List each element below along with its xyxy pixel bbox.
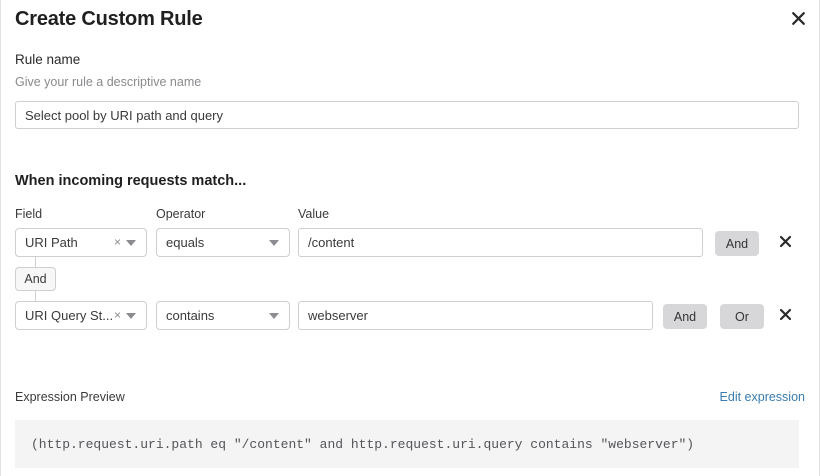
expression-preview-label: Expression Preview xyxy=(15,390,125,404)
and-button-row-1[interactable]: And xyxy=(715,231,759,256)
connector-and-chip[interactable]: And xyxy=(15,267,56,291)
delete-icon xyxy=(779,308,792,324)
field-select-row-2[interactable]: URI Query St... × xyxy=(15,301,147,330)
clear-icon[interactable]: × xyxy=(113,308,121,322)
operator-select-row-1-value: equals xyxy=(166,235,205,250)
clear-icon[interactable]: × xyxy=(113,235,121,249)
chevron-down-icon xyxy=(126,239,136,246)
value-input-row-2[interactable] xyxy=(298,301,653,330)
edit-expression-link[interactable]: Edit expression xyxy=(719,390,805,404)
delete-row-2-button[interactable] xyxy=(775,306,795,326)
delete-row-1-button[interactable] xyxy=(775,233,795,253)
rule-name-help-text: Give your rule a descriptive name xyxy=(15,75,202,89)
or-button-row-2[interactable]: Or xyxy=(720,304,764,329)
expression-preview-code: (http.request.uri.path eq "/content" and… xyxy=(15,420,799,468)
close-button[interactable] xyxy=(785,5,811,31)
delete-icon xyxy=(779,235,792,251)
rule-name-label: Rule name xyxy=(15,52,81,67)
field-select-row-1-value: URI Path xyxy=(25,235,78,250)
value-input-row-1[interactable] xyxy=(298,228,703,257)
connector-line-bottom xyxy=(35,291,36,301)
chevron-down-icon xyxy=(269,312,279,319)
chevron-down-icon xyxy=(269,239,279,246)
column-header-field: Field xyxy=(15,207,43,221)
close-icon xyxy=(791,11,806,26)
chevron-down-icon xyxy=(126,312,136,319)
and-button-row-2[interactable]: And xyxy=(663,304,707,329)
field-select-row-1[interactable]: URI Path × xyxy=(15,228,147,257)
operator-select-row-1[interactable]: equals xyxy=(156,228,290,257)
connector-line-top xyxy=(35,257,36,267)
operator-select-row-2[interactable]: contains xyxy=(156,301,290,330)
field-select-row-2-value: URI Query St... xyxy=(25,308,112,323)
operator-select-row-2-value: contains xyxy=(166,308,215,323)
column-header-operator: Operator xyxy=(156,207,206,221)
column-header-value: Value xyxy=(298,207,330,221)
match-section-heading: When incoming requests match... xyxy=(15,173,247,189)
page-title: Create Custom Rule xyxy=(15,8,203,30)
rule-name-input[interactable] xyxy=(15,101,799,129)
